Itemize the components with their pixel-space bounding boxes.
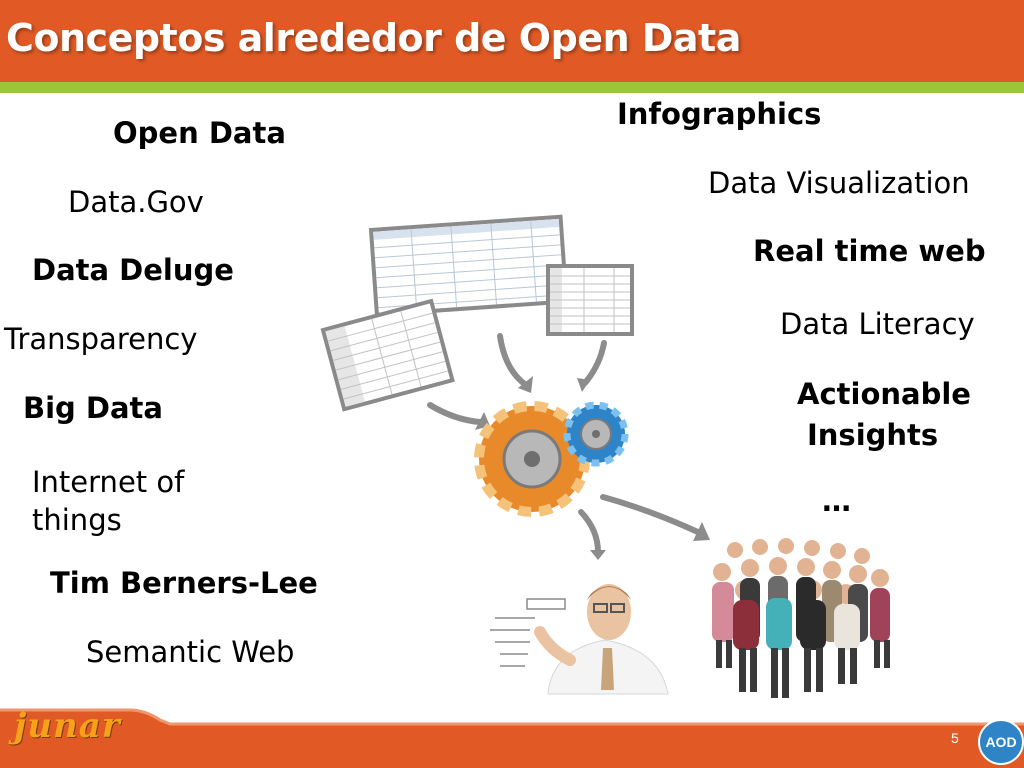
- presenter-icon: [490, 584, 669, 695]
- crowd-icon: [712, 538, 890, 698]
- term-iot-line2: things: [32, 503, 122, 537]
- footer-band: [0, 708, 1024, 768]
- term-iot-line1: Internet of: [32, 465, 185, 499]
- spreadsheet-icon: [320, 298, 455, 412]
- term-ellipsis: …: [822, 484, 851, 518]
- page-number: 5: [951, 730, 959, 746]
- term-big-data: Big Data: [23, 391, 163, 425]
- term-data-deluge: Data Deluge: [32, 253, 234, 287]
- junar-logo: junar: [14, 706, 121, 746]
- spreadsheet-icon: [546, 264, 634, 336]
- term-data-literacy: Data Literacy: [780, 307, 975, 341]
- term-actionable: Actionable: [797, 377, 971, 411]
- aod-badge: AOD: [978, 719, 1024, 765]
- term-semantic-web: Semantic Web: [86, 635, 295, 669]
- slide-title: Conceptos alrededor de Open Data: [6, 16, 741, 60]
- term-data-visualization: Data Visualization: [708, 166, 970, 200]
- header-bar: [0, 0, 1024, 82]
- spreadsheet-icon: [368, 214, 569, 317]
- term-transparency: Transparency: [4, 322, 198, 356]
- gears-icon: [474, 401, 629, 517]
- term-tim-berners-lee: Tim Berners-Lee: [50, 566, 318, 600]
- term-open-data: Open Data: [113, 116, 286, 150]
- header-stripe: [0, 82, 1024, 93]
- term-infographics: Infographics: [617, 97, 822, 131]
- term-insights: Insights: [807, 418, 939, 452]
- term-real-time-web: Real time web: [753, 234, 986, 268]
- term-data-gov: Data.Gov: [68, 185, 204, 219]
